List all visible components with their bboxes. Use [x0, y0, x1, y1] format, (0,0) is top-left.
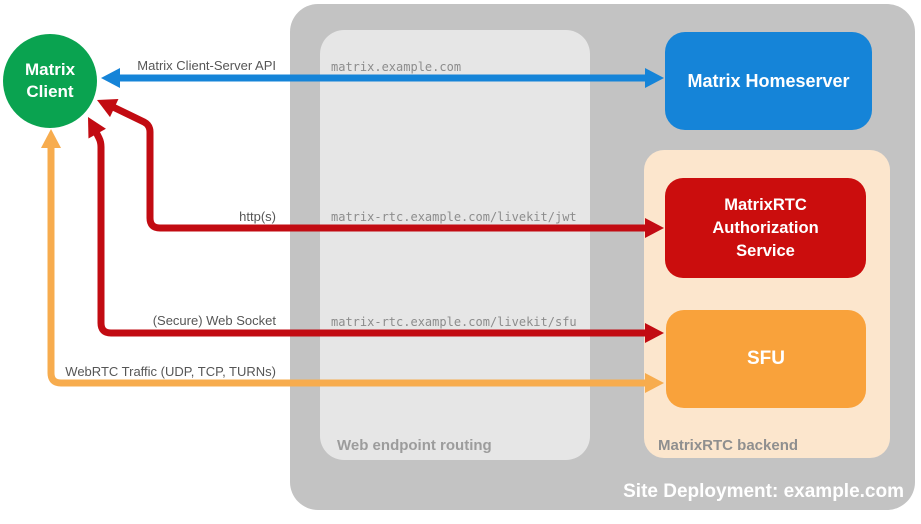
- matrix-client-node: Matrix Client: [3, 34, 97, 128]
- https-arrow-label: http(s): [239, 209, 276, 224]
- sfu-label: SFU: [747, 348, 785, 369]
- matrix-client-label-line1: Matrix: [24, 60, 76, 79]
- webrtc-traffic-arrow-label: WebRTC Traffic (UDP, TCP, TURNs): [65, 364, 276, 379]
- sfu-node: SFU: [666, 310, 866, 408]
- auth-service-label-line3: Service: [736, 241, 795, 260]
- endpoint-matrix-homeserver: matrix.example.com: [331, 60, 462, 74]
- endpoint-livekit-jwt: matrix-rtc.example.com/livekit/jwt: [331, 210, 577, 224]
- client-server-api-arrow-label: Matrix Client-Server API: [137, 58, 276, 73]
- auth-service-label-line2: Authorization: [712, 218, 819, 237]
- auth-service-label-line1: MatrixRTC: [724, 195, 807, 214]
- matrixrtc-authorization-service-node: MatrixRTC Authorization Service: [665, 178, 866, 278]
- matrix-homeserver-label: Matrix Homeserver: [687, 70, 850, 91]
- matrix-client-label-line2: Client: [26, 82, 74, 101]
- websocket-arrow-label: (Secure) Web Socket: [152, 313, 276, 328]
- web-endpoint-routing-container: Web endpoint routing: [320, 30, 590, 460]
- web-endpoint-routing-caption: Web endpoint routing: [337, 437, 492, 454]
- site-deployment-caption: Site Deployment: example.com: [623, 481, 904, 502]
- matrix-homeserver-node: Matrix Homeserver: [665, 32, 872, 130]
- endpoint-livekit-sfu: matrix-rtc.example.com/livekit/sfu: [331, 315, 577, 329]
- matrixrtc-backend-caption: MatrixRTC backend: [658, 437, 799, 454]
